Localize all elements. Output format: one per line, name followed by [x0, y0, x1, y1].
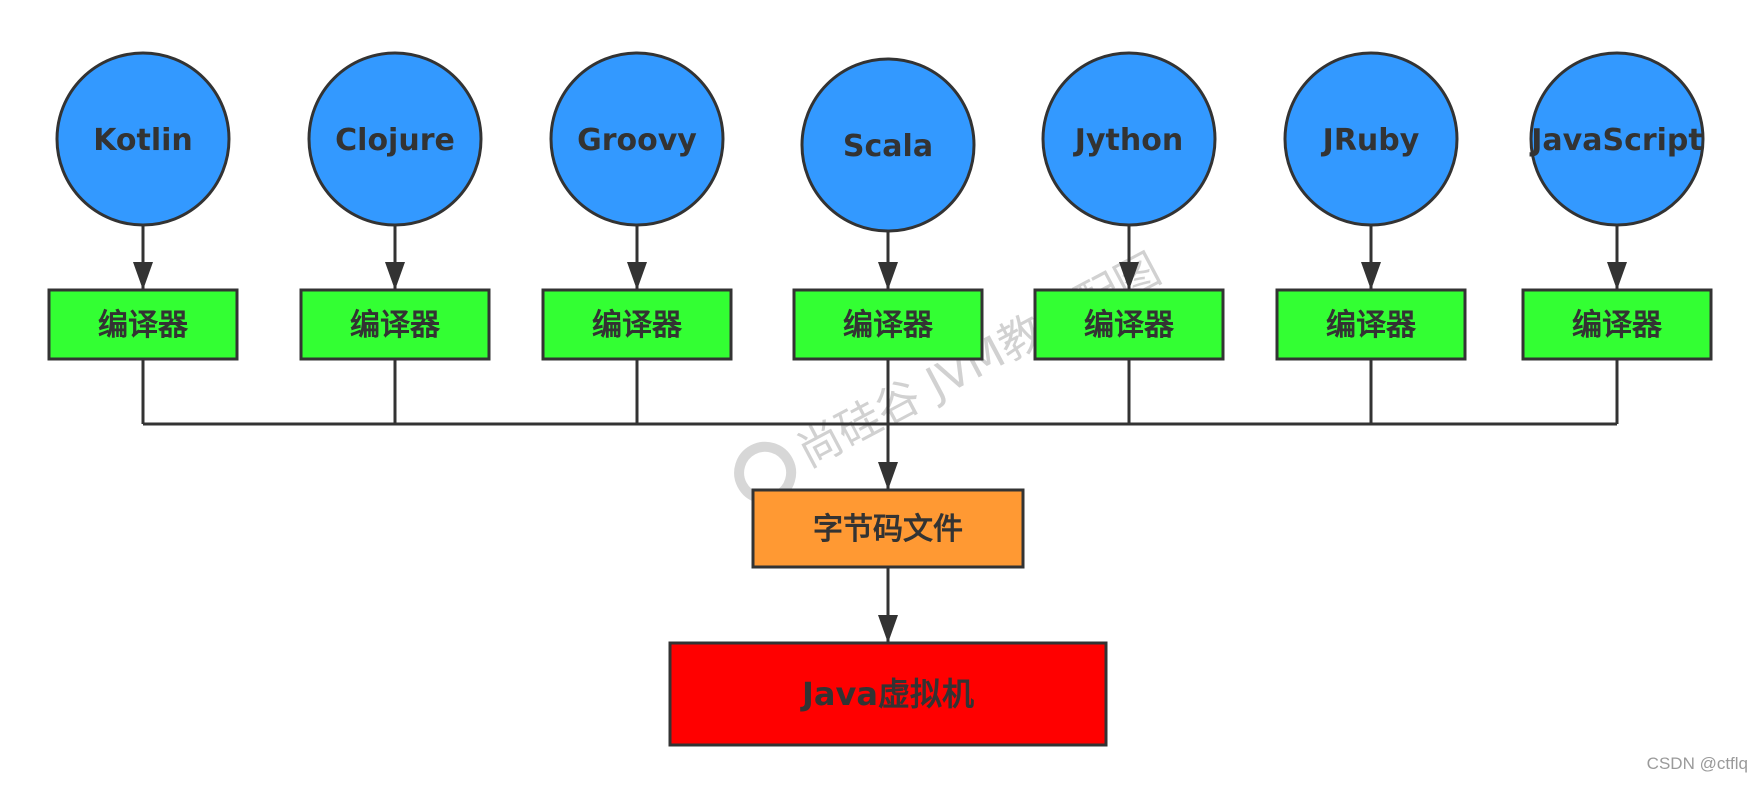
language-label: Groovy	[577, 123, 697, 158]
language-node-jython: Jython	[1041, 51, 1217, 227]
bytecode-node: 字节码文件	[751, 488, 1025, 569]
arrowhead-groovy	[627, 262, 647, 290]
compiler-node-jython: 编译器	[1033, 288, 1225, 361]
language-label: Kotlin	[93, 123, 193, 158]
language-circle	[1529, 51, 1705, 227]
language-circle	[55, 51, 231, 227]
compiler-bus-connectors	[141, 359, 1619, 426]
compiler-box	[1275, 288, 1467, 361]
language-compiler-arrows	[133, 225, 1627, 290]
arrowhead-bytecode	[878, 462, 898, 490]
bytecode-label: 字节码文件	[813, 512, 963, 547]
compiler-label: 编译器	[350, 308, 441, 343]
credit-text: CSDN @ctflq	[1646, 754, 1748, 773]
compiler-node-jruby: 编译器	[1275, 288, 1467, 361]
compiler-node-groovy: 编译器	[541, 288, 733, 361]
arrowhead-javascript	[1607, 262, 1627, 290]
arrowhead-clojure	[385, 262, 405, 290]
language-circle	[800, 57, 976, 233]
language-label: JRuby	[1321, 123, 1420, 158]
arrowhead-jvm	[878, 615, 898, 643]
watermark: 尚硅谷 JVM教程配图	[734, 244, 1169, 504]
language-label: Jython	[1073, 123, 1183, 158]
compiler-node-kotlin: 编译器	[47, 288, 239, 361]
compiler-label: 编译器	[1326, 308, 1417, 343]
language-nodes: Kotlin Clojure Groovy Scala Jython JRuby…	[55, 51, 1705, 233]
compiler-node-clojure: 编译器	[299, 288, 491, 361]
compiler-box	[1521, 288, 1713, 361]
arrowhead-scala	[878, 262, 898, 290]
compiler-node-javascript: 编译器	[1521, 288, 1713, 361]
language-node-groovy: Groovy	[549, 51, 725, 227]
language-node-kotlin: Kotlin	[55, 51, 231, 227]
compiler-box	[541, 288, 733, 361]
compiler-label: 编译器	[98, 308, 189, 343]
language-node-scala: Scala	[800, 57, 976, 233]
language-label: Clojure	[335, 123, 455, 158]
compiler-label: 编译器	[1084, 308, 1175, 343]
language-node-jruby: JRuby	[1283, 51, 1459, 227]
compiler-label: 编译器	[592, 308, 683, 343]
language-node-clojure: Clojure	[307, 51, 483, 227]
arrowhead-jython	[1119, 262, 1139, 290]
language-label: JavaScript	[1529, 123, 1703, 158]
jvm-box	[668, 641, 1108, 747]
compiler-nodes: 编译器 编译器 编译器 编译器 编译器 编译器 编译器	[47, 288, 1713, 361]
arrowhead-kotlin	[133, 262, 153, 290]
compiler-label: 编译器	[1572, 308, 1663, 343]
bytecode-box	[751, 488, 1025, 569]
compiler-box	[792, 288, 984, 361]
language-circle	[1283, 51, 1459, 227]
language-circle	[1041, 51, 1217, 227]
language-circle	[549, 51, 725, 227]
language-circle	[307, 51, 483, 227]
compiler-box	[47, 288, 239, 361]
arrowhead-jruby	[1361, 262, 1381, 290]
jvm-node: Java虚拟机	[668, 641, 1108, 747]
language-node-javascript: JavaScript	[1529, 51, 1705, 227]
watermark-text: 尚硅谷 JVM教程配图	[789, 244, 1169, 478]
compiler-box	[299, 288, 491, 361]
jvm-label: Java虚拟机	[800, 675, 974, 713]
language-label: Scala	[843, 129, 933, 164]
compiler-box	[1033, 288, 1225, 361]
compiler-label: 编译器	[843, 308, 934, 343]
compiler-node-scala: 编译器	[792, 288, 984, 361]
